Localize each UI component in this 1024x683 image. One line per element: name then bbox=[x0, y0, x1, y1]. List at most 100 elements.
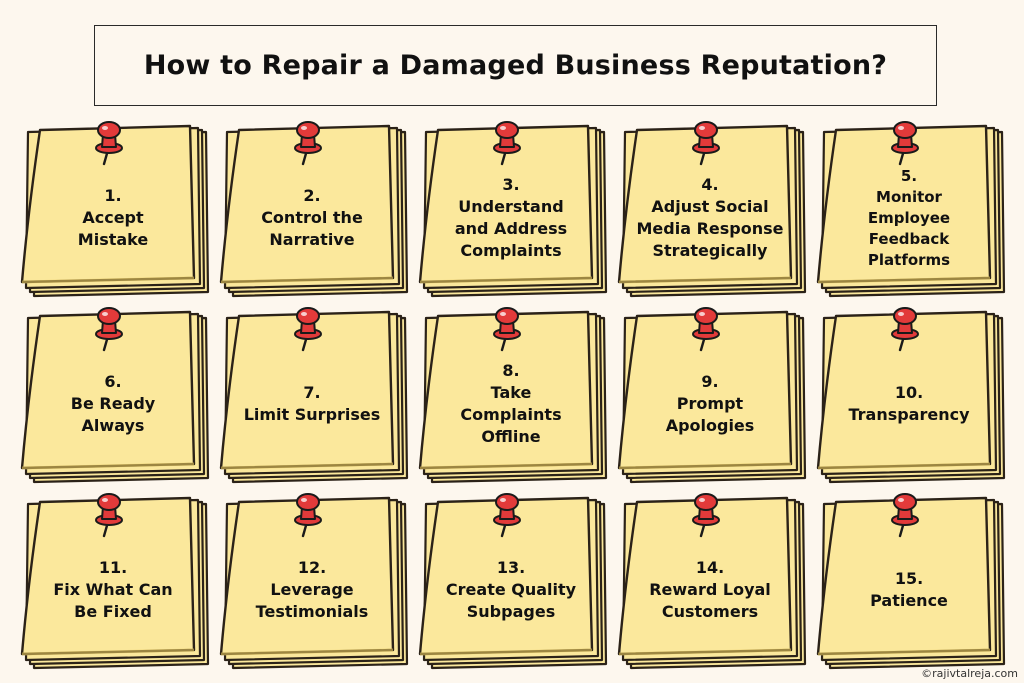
step-number: 15. bbox=[894, 569, 924, 588]
step-number: 5. bbox=[900, 166, 918, 185]
push-pin-icon bbox=[294, 493, 322, 538]
step-text: 11. Fix What Can Be Fixed bbox=[32, 534, 194, 646]
step-number: 8. bbox=[502, 361, 520, 380]
step-number: 6. bbox=[104, 372, 122, 391]
step-number: 9. bbox=[701, 372, 719, 391]
step-label-line: Patience bbox=[870, 591, 948, 610]
push-pin-icon bbox=[493, 307, 521, 352]
step-label-line: Transparency bbox=[848, 405, 970, 424]
step-label-line: Mistake bbox=[77, 230, 149, 249]
copyright-credit: ©rajivtalreja.com bbox=[921, 667, 1018, 680]
step-label-line: Media Response bbox=[636, 219, 784, 238]
sticky-note-step-15: 15. Patience bbox=[814, 493, 1010, 674]
step-label-line: Be Fixed bbox=[74, 602, 152, 621]
step-label-line: Monitor bbox=[876, 187, 942, 206]
step-text: 7. Limit Surprises bbox=[231, 348, 393, 460]
step-label-line: Complaints bbox=[460, 405, 562, 424]
step-label-line: Employee bbox=[867, 208, 951, 227]
push-pin-icon bbox=[891, 121, 919, 166]
step-number: 4. bbox=[701, 175, 719, 194]
page-title: How to Repair a Damaged Business Reputat… bbox=[143, 50, 888, 81]
sticky-note-paper bbox=[20, 496, 210, 670]
step-number: 12. bbox=[297, 558, 327, 577]
push-pin-icon bbox=[891, 307, 919, 352]
step-number: 7. bbox=[303, 383, 321, 402]
step-label-line: Accept bbox=[82, 208, 144, 227]
step-number: 13. bbox=[496, 558, 526, 577]
step-label-line: Fix What Can bbox=[53, 580, 173, 599]
step-label-line: Be Ready bbox=[70, 394, 156, 413]
step-label-line: Narrative bbox=[269, 230, 355, 249]
step-label-line: Prompt bbox=[676, 394, 744, 413]
step-number: 2. bbox=[303, 186, 321, 205]
sticky-note-paper bbox=[219, 124, 409, 298]
step-label-line: Customers bbox=[661, 602, 759, 621]
sticky-note-step-7: 7. Limit Surprises bbox=[217, 307, 413, 488]
step-label-line: Reward Loyal bbox=[649, 580, 771, 599]
push-pin-icon bbox=[294, 307, 322, 352]
step-text: 15. Patience bbox=[828, 534, 990, 646]
step-label-line: Always bbox=[81, 416, 145, 435]
sticky-note-paper bbox=[617, 310, 807, 484]
push-pin-icon bbox=[891, 493, 919, 538]
step-number: 11. bbox=[98, 558, 128, 577]
step-label-line: Limit Surprises bbox=[243, 405, 381, 424]
push-pin-icon bbox=[493, 493, 521, 538]
step-number: 1. bbox=[104, 186, 122, 205]
step-label-line: Testimonials bbox=[255, 602, 369, 621]
step-label-line: Leverage bbox=[270, 580, 354, 599]
sticky-note-step-11: 11. Fix What Can Be Fixed bbox=[18, 493, 214, 674]
push-pin-icon bbox=[692, 307, 720, 352]
push-pin-icon bbox=[95, 307, 123, 352]
sticky-note-paper bbox=[617, 496, 807, 670]
step-label-line: Control the bbox=[261, 208, 363, 227]
sticky-note-paper bbox=[219, 496, 409, 670]
push-pin-icon bbox=[95, 121, 123, 166]
sticky-note-paper bbox=[816, 124, 1006, 298]
sticky-note-paper bbox=[418, 124, 608, 298]
sticky-note-paper bbox=[20, 124, 210, 298]
step-label-line: Platforms bbox=[867, 250, 951, 269]
step-label-line: Take bbox=[490, 383, 532, 402]
step-number: 14. bbox=[695, 558, 725, 577]
sticky-note-paper bbox=[20, 310, 210, 484]
step-label-line: and Address bbox=[454, 219, 568, 238]
step-label-line: Understand bbox=[458, 197, 564, 216]
sticky-note-step-10: 10.Transparency bbox=[814, 307, 1010, 488]
step-label-line: Feedback bbox=[868, 229, 950, 248]
step-label-line: Apologies bbox=[665, 416, 755, 435]
sticky-note-paper bbox=[816, 310, 1006, 484]
step-label-line: Strategically bbox=[652, 241, 768, 260]
push-pin-icon bbox=[493, 121, 521, 166]
step-number: 3. bbox=[502, 175, 520, 194]
sticky-note-paper bbox=[418, 496, 608, 670]
sticky-note-paper bbox=[418, 310, 608, 484]
sticky-note-paper bbox=[617, 124, 807, 298]
sticky-note-paper bbox=[816, 496, 1006, 670]
step-label-line: Adjust Social bbox=[651, 197, 769, 216]
step-text: 10.Transparency bbox=[828, 348, 990, 460]
step-label-line: Complaints bbox=[460, 241, 562, 260]
push-pin-icon bbox=[294, 121, 322, 166]
